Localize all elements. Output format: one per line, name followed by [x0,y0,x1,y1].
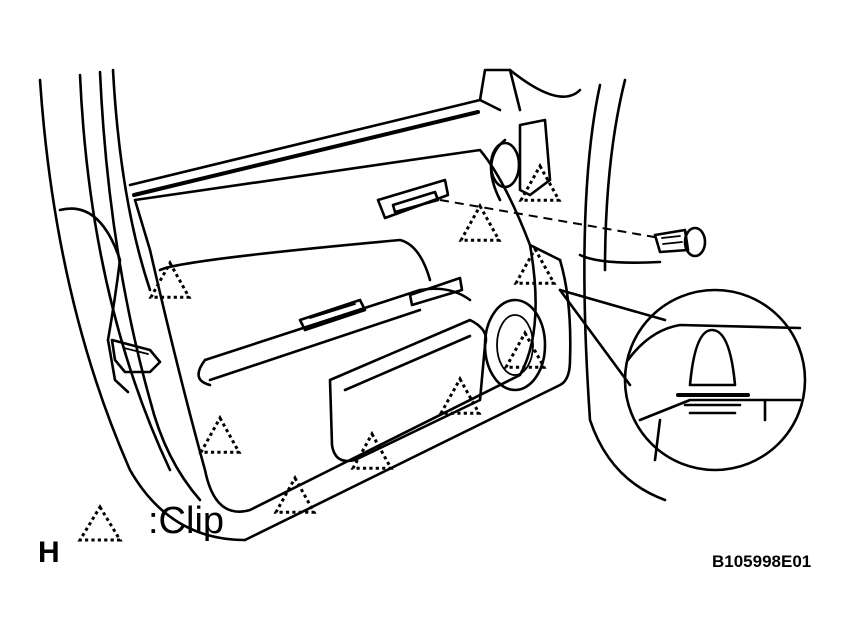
clip-legend-symbol [77,504,123,542]
window-frame [128,68,667,502]
detail-leader-lines [558,288,667,387]
clip-marker [518,162,562,202]
clip-marker [513,245,557,285]
view-label: H [38,536,60,569]
reference-code: B105998E01 [712,552,812,571]
clip-marker [198,414,242,454]
door-trim-panel [133,118,572,542]
clip-marker [273,474,317,514]
door-striker [110,338,162,374]
clip-marker [438,375,482,415]
clip-detail-magnified [623,288,807,472]
body-edge [578,253,662,264]
door-frame-left [38,68,247,542]
clip-legend-text: :Clip [148,500,225,542]
clip-markers [148,162,562,514]
clip-marker [148,259,192,299]
clip-marker [458,202,502,242]
screw-leader-line [439,199,661,239]
screw-icon [653,226,707,258]
clip-marker [350,430,394,470]
clip-marker [503,329,547,369]
